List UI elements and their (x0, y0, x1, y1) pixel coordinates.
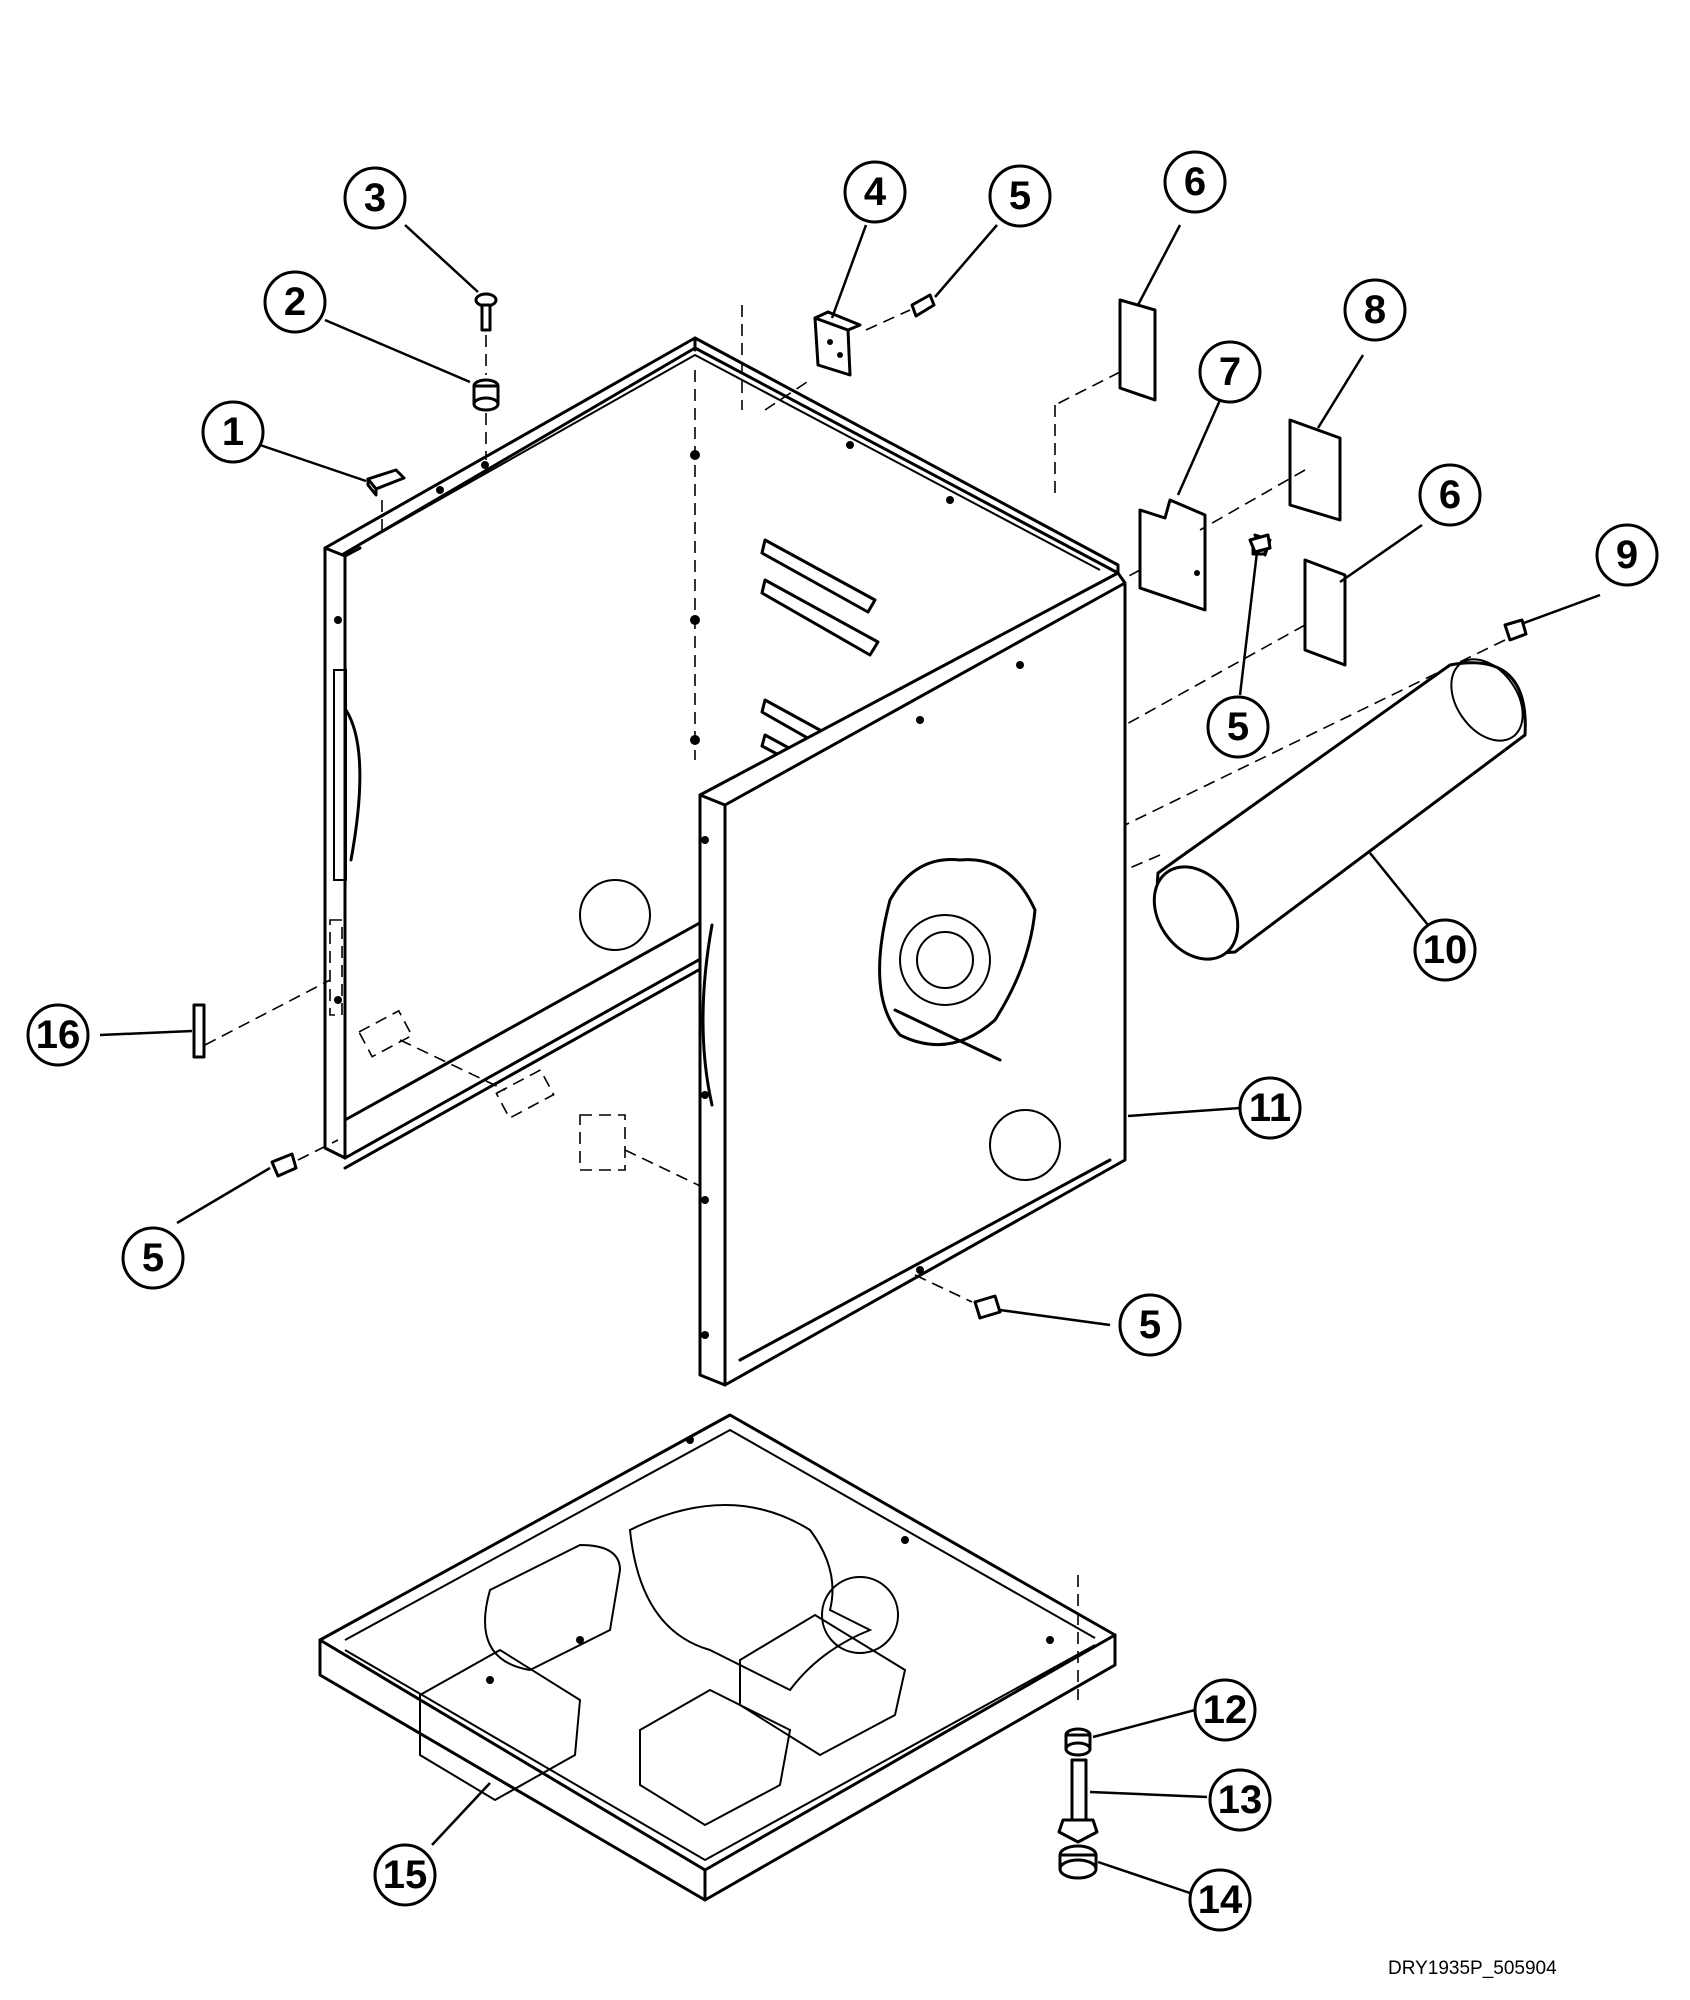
part-5-screw-bottom (914, 1274, 1002, 1320)
callout-4: 4 (843, 160, 907, 224)
svg-text:13: 13 (1218, 1778, 1263, 1822)
callout-13: 13 (1208, 1768, 1272, 1832)
svg-text:5: 5 (1139, 1303, 1161, 1347)
callout-1: 1 (201, 400, 265, 464)
part-1-pad (366, 468, 406, 530)
callout-6-top: 6 (1163, 150, 1227, 214)
callout-5-right: 5 (1206, 695, 1270, 759)
part-13-leveling-bolt (1057, 1758, 1099, 1844)
callout-7: 7 (1198, 340, 1262, 404)
callout-15: 15 (373, 1843, 437, 1907)
svg-text:6: 6 (1439, 473, 1461, 517)
svg-text:9: 9 (1616, 533, 1638, 577)
cabinet-left-back-panels (323, 336, 1120, 1206)
callout-6-mid: 6 (1418, 463, 1482, 527)
part-10-exhaust-duct (1124, 658, 1527, 961)
svg-text:14: 14 (1198, 1878, 1243, 1922)
callout-16: 16 (26, 1003, 90, 1067)
part-12-nut (1064, 1727, 1092, 1757)
callout-5-top: 5 (988, 164, 1052, 228)
base-pan (318, 1413, 1117, 1902)
callout-2: 2 (263, 270, 327, 334)
part-9-screw (1124, 618, 1528, 826)
part-14-foot-pad (1058, 1844, 1098, 1880)
svg-text:3: 3 (364, 176, 386, 220)
svg-text:1: 1 (222, 410, 244, 454)
callout-11: 11 (1238, 1076, 1302, 1140)
leader-lines (99, 224, 1601, 1895)
callout-10: 10 (1413, 918, 1477, 982)
small-parts (192, 292, 1528, 1880)
callout-8: 8 (1343, 278, 1407, 342)
callout-5-bottom: 5 (1118, 1293, 1182, 1357)
part-6-label-top (1054, 298, 1157, 500)
callout-5-left: 5 (121, 1226, 185, 1290)
cabinet-right-side-panel (698, 571, 1127, 1387)
callout-3: 3 (343, 166, 407, 230)
drawing-code: DRY1935P_505904 (1388, 1958, 1557, 1979)
callout-9: 9 (1595, 523, 1659, 587)
svg-text:4: 4 (864, 170, 887, 214)
part-6-label-mid (1124, 558, 1347, 726)
part-2-spacer (472, 378, 500, 460)
svg-text:5: 5 (1227, 705, 1249, 749)
part-8-label (1199, 418, 1342, 531)
part-3-screw (474, 292, 498, 375)
part-5-screw-mid (1248, 533, 1272, 554)
svg-text:7: 7 (1219, 350, 1241, 394)
svg-text:10: 10 (1423, 928, 1468, 972)
part-5-screw-left (270, 1139, 339, 1178)
part-5-screw-top (865, 293, 936, 331)
part-7-cover-plate (1124, 498, 1207, 612)
callout-12: 12 (1193, 1678, 1257, 1742)
part-4-bracket (741, 305, 862, 411)
svg-text:2: 2 (284, 280, 306, 324)
svg-text:12: 12 (1203, 1688, 1248, 1732)
svg-text:15: 15 (383, 1853, 428, 1897)
svg-text:5: 5 (142, 1236, 164, 1280)
svg-text:8: 8 (1364, 288, 1386, 332)
svg-text:5: 5 (1009, 174, 1031, 218)
part-16-tag (192, 919, 343, 1059)
callout-14: 14 (1188, 1868, 1252, 1932)
svg-text:16: 16 (36, 1013, 81, 1057)
svg-text:6: 6 (1184, 160, 1206, 204)
svg-text:11: 11 (1249, 1086, 1291, 1130)
